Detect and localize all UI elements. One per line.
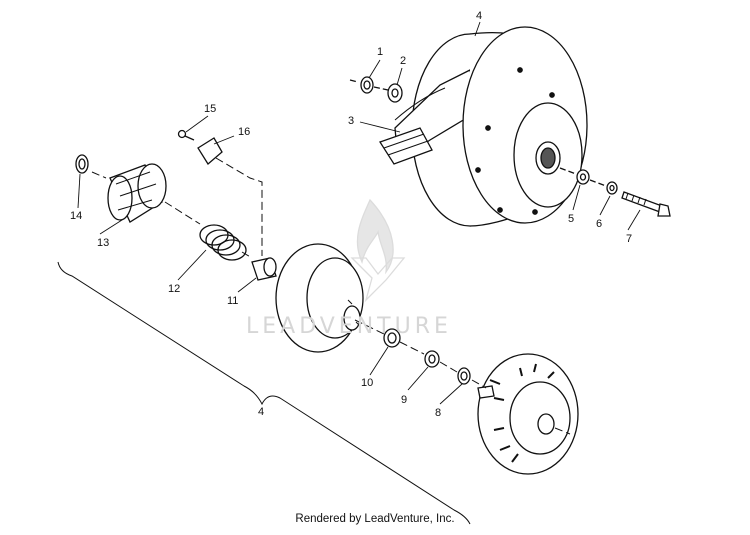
callout-4-upper: 4 <box>476 10 483 22</box>
callout-15: 15 <box>204 103 217 115</box>
render-credit: Rendered by LeadVenture, Inc. <box>295 513 455 525</box>
part-11-bushing <box>251 257 277 281</box>
part-16-weight <box>197 137 223 165</box>
callout-12: 12 <box>168 283 181 295</box>
callout-14: 14 <box>70 210 83 222</box>
part-7-bolt <box>621 191 671 217</box>
callout-10: 10 <box>361 377 374 389</box>
movable-sheave <box>275 243 364 353</box>
part-8-washer <box>457 367 471 385</box>
part-13-helix <box>107 163 167 223</box>
callout-11: 11 <box>227 295 239 307</box>
part-1-washer <box>360 76 374 94</box>
assembly-bracket <box>57 261 471 525</box>
fixed-sheave <box>477 353 579 475</box>
callout-4-lower: 4 <box>258 406 265 418</box>
part-15-screw <box>177 129 195 141</box>
leader-lines <box>77 21 641 405</box>
callout-5: 5 <box>568 213 575 225</box>
callout-16: 16 <box>238 126 251 138</box>
part-5-washer <box>576 169 590 185</box>
part-12-spring <box>199 224 247 261</box>
part-2-washer <box>387 83 403 103</box>
part-6-washer <box>606 181 618 195</box>
callout-7: 7 <box>626 233 633 245</box>
callout-2: 2 <box>400 55 407 67</box>
watermark-flame-icon <box>350 198 406 303</box>
callout-6: 6 <box>596 218 603 230</box>
watermark-text: LEADVENTURE <box>246 314 452 339</box>
part-10-bushing <box>383 328 401 348</box>
callout-13: 13 <box>97 237 110 249</box>
callout-1: 1 <box>377 46 384 58</box>
callout-8: 8 <box>435 407 442 419</box>
callout-9: 9 <box>401 394 408 406</box>
callout-3: 3 <box>348 115 355 127</box>
part-9-washer <box>424 350 440 368</box>
sheave-assembly <box>379 26 588 227</box>
part-14-snap-ring <box>75 154 89 174</box>
